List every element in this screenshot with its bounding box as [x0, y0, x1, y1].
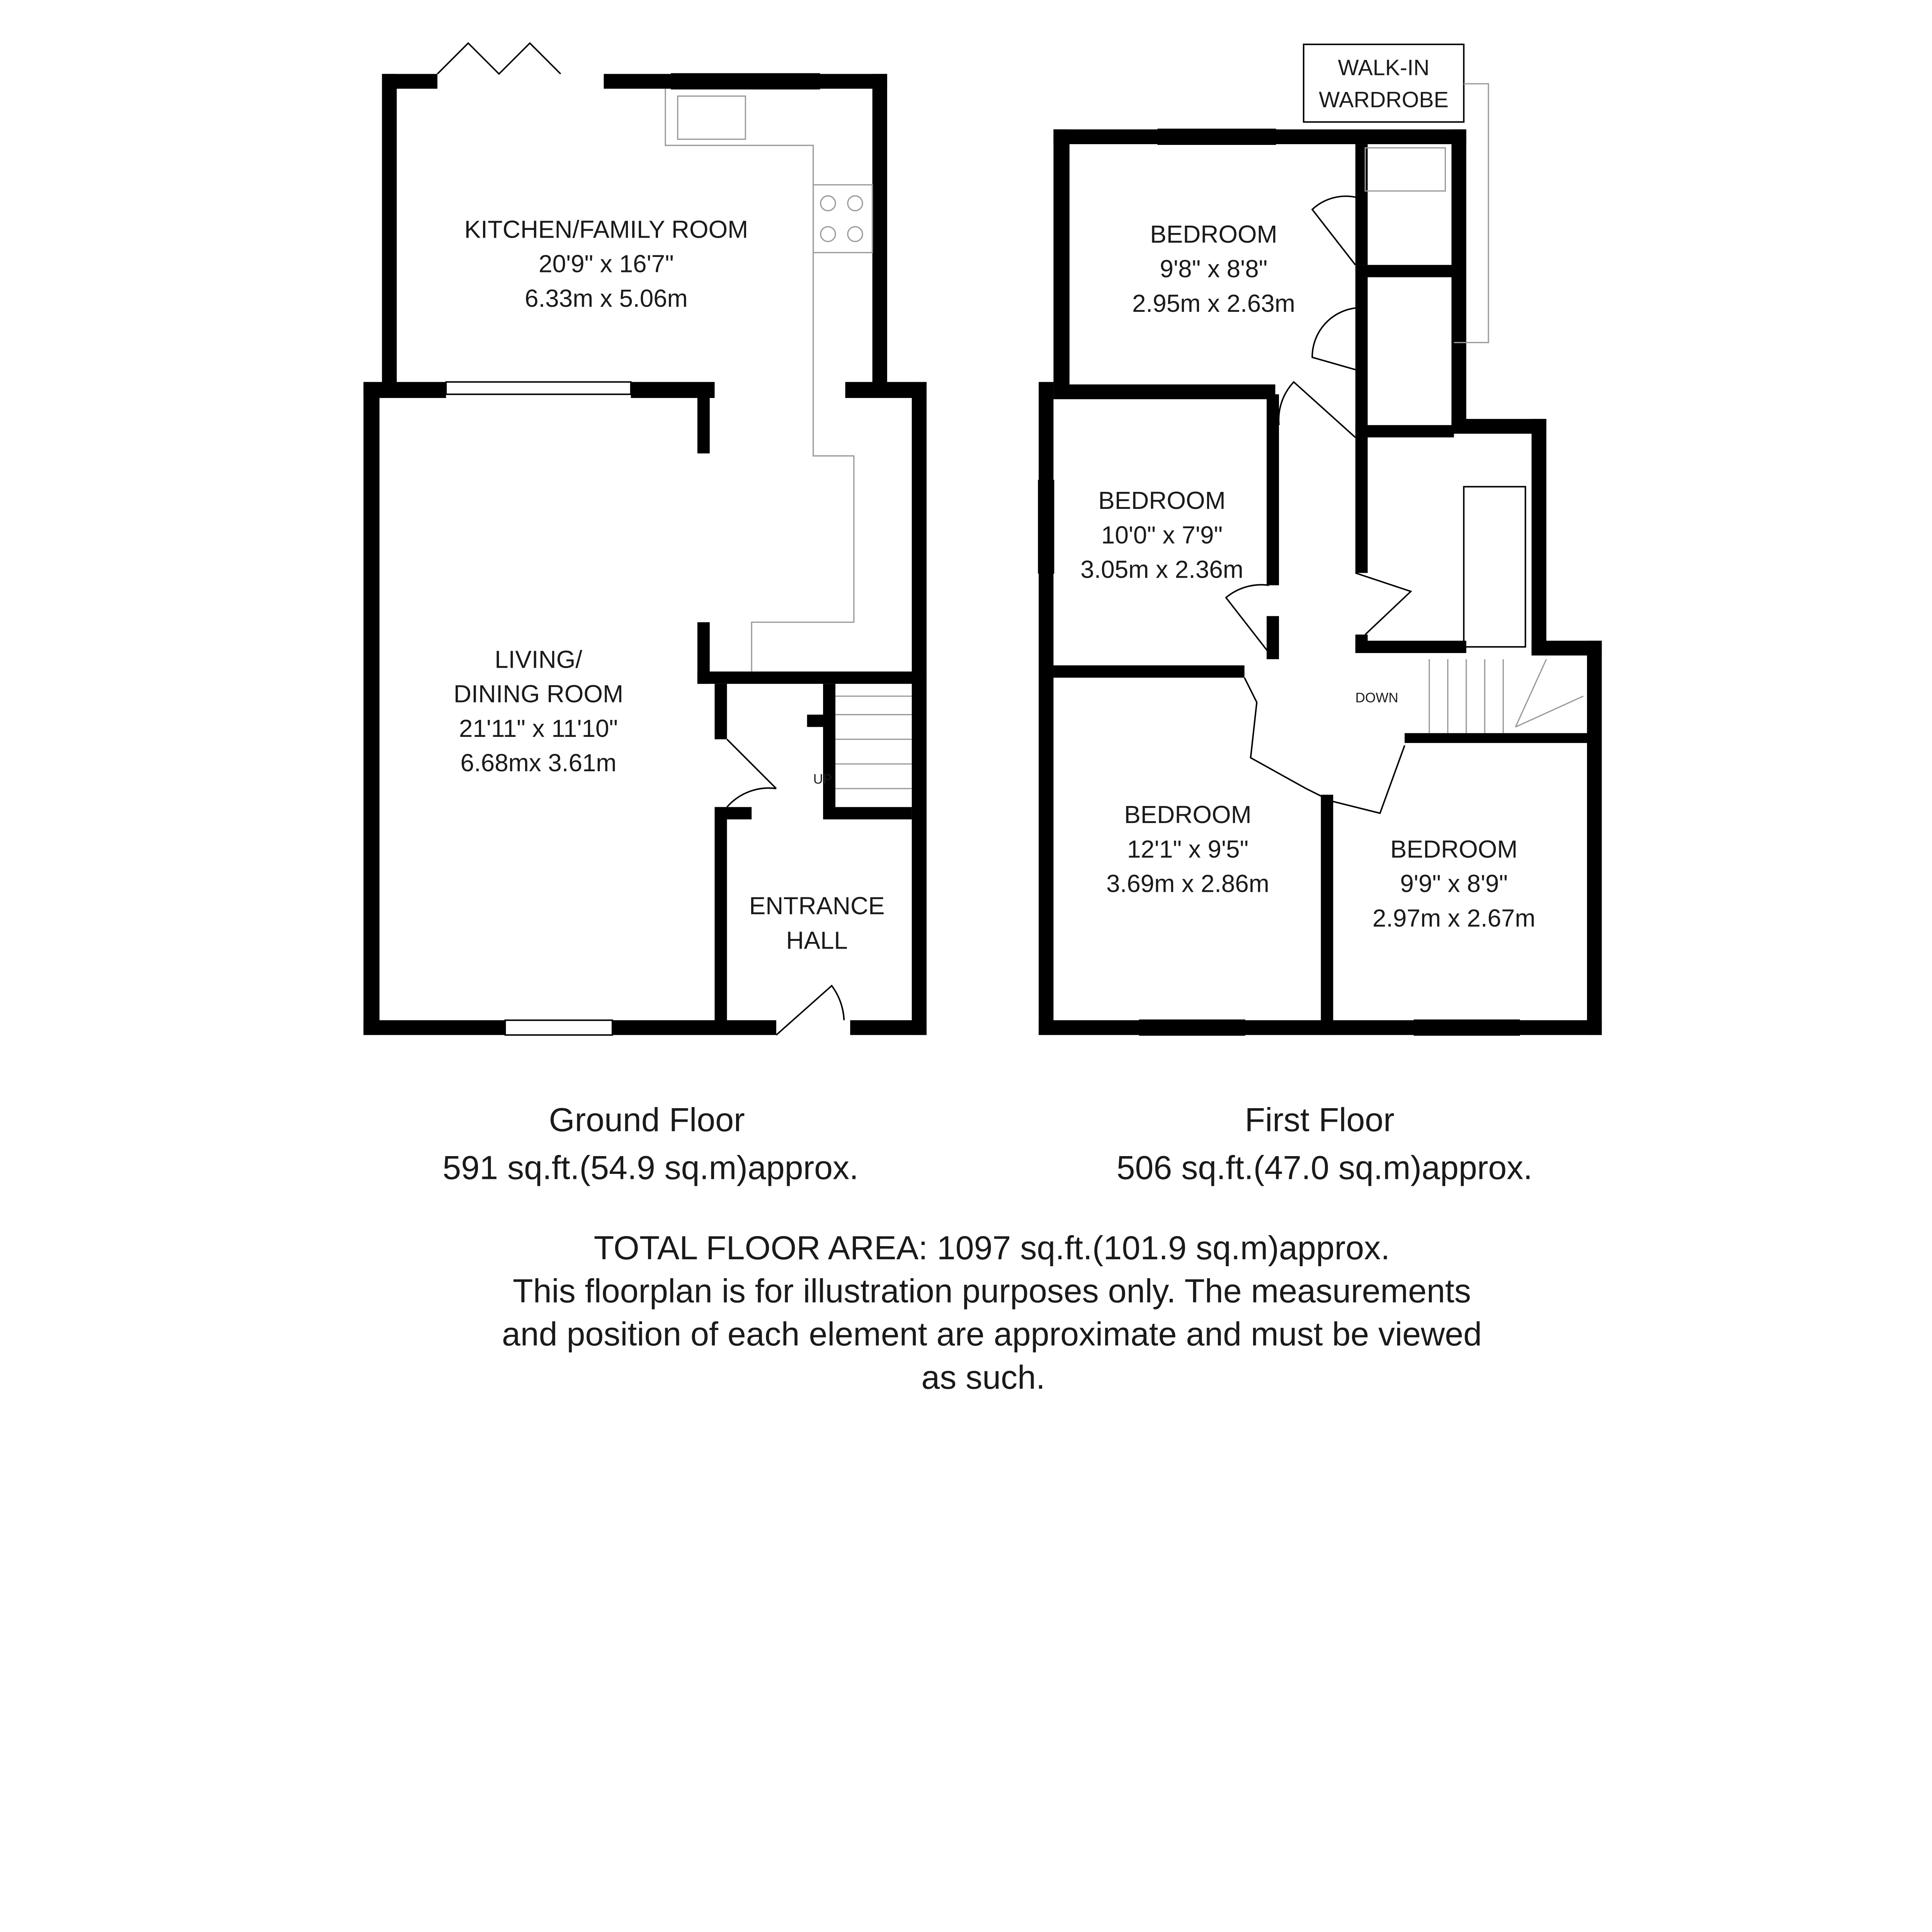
disclaimer-line-1: This floorplan is for illustration purpo…	[513, 1273, 1471, 1310]
bedroom2-imperial: 10'0" x 7'9"	[1101, 521, 1223, 549]
kitchen-metric: 6.33m x 5.06m	[525, 284, 688, 312]
living-imperial: 21'11" x 11'10"	[459, 714, 618, 742]
bedroom1-name: BEDROOM	[1150, 220, 1277, 248]
hall-name-1: ENTRANCE	[749, 892, 885, 920]
living-name-2: DINING ROOM	[454, 680, 623, 708]
bedroom4-imperial: 9'9" x 8'9"	[1400, 870, 1508, 898]
living-name-1: LIVING/	[495, 645, 582, 673]
ground-floor-plan: KITCHEN/FAMILY ROOM 20'9" x 16'7" 6.33m …	[363, 42, 927, 1036]
disclaimer-line-3: as such.	[921, 1359, 1045, 1396]
kitchen-imperial: 20'9" x 16'7"	[539, 250, 674, 278]
bedroom3-name: BEDROOM	[1124, 801, 1251, 828]
first-floor-plan: WALK-IN WARDROBE BEDROOM 9'8" x 8'8" 2.9…	[1038, 43, 1602, 1036]
floorplan: KITCHEN/FAMILY ROOM 20'9" x 16'7" 6.33m …	[363, 42, 1602, 1396]
bedroom2-metric: 3.05m x 2.36m	[1080, 556, 1243, 583]
stairs-down-label: DOWN	[1355, 690, 1398, 706]
kitchen-name: KITCHEN/FAMILY ROOM	[464, 215, 748, 243]
wardrobe-label-2: WARDROBE	[1319, 87, 1449, 112]
wardrobe-label-1: WALK-IN	[1338, 56, 1430, 80]
stairs-up-label: UP	[813, 772, 832, 787]
total-floor-area: TOTAL FLOOR AREA: 1097 sq.ft.(101.9 sq.m…	[594, 1230, 1390, 1267]
ground-floor-area: 591 sq.ft.(54.9 sq.m)approx.	[442, 1150, 859, 1187]
hall-name-2: HALL	[786, 926, 848, 954]
first-floor-area: 506 sq.ft.(47.0 sq.m)approx.	[1117, 1150, 1533, 1187]
bedroom3-metric: 3.69m x 2.86m	[1106, 870, 1269, 898]
bedroom4-metric: 2.97m x 2.67m	[1372, 904, 1536, 932]
living-metric: 6.68mx 3.61m	[460, 749, 616, 777]
bedroom4-name: BEDROOM	[1390, 835, 1517, 863]
bedroom1-imperial: 9'8" x 8'8"	[1160, 255, 1268, 282]
bedroom1-metric: 2.95m x 2.63m	[1132, 289, 1295, 317]
ground-floor-title: Ground Floor	[549, 1101, 745, 1138]
disclaimer-line-2: and position of each element are approxi…	[502, 1316, 1482, 1353]
first-floor-title: First Floor	[1245, 1101, 1394, 1138]
bedroom3-imperial: 12'1" x 9'5"	[1127, 835, 1248, 863]
bedroom2-name: BEDROOM	[1098, 486, 1225, 514]
